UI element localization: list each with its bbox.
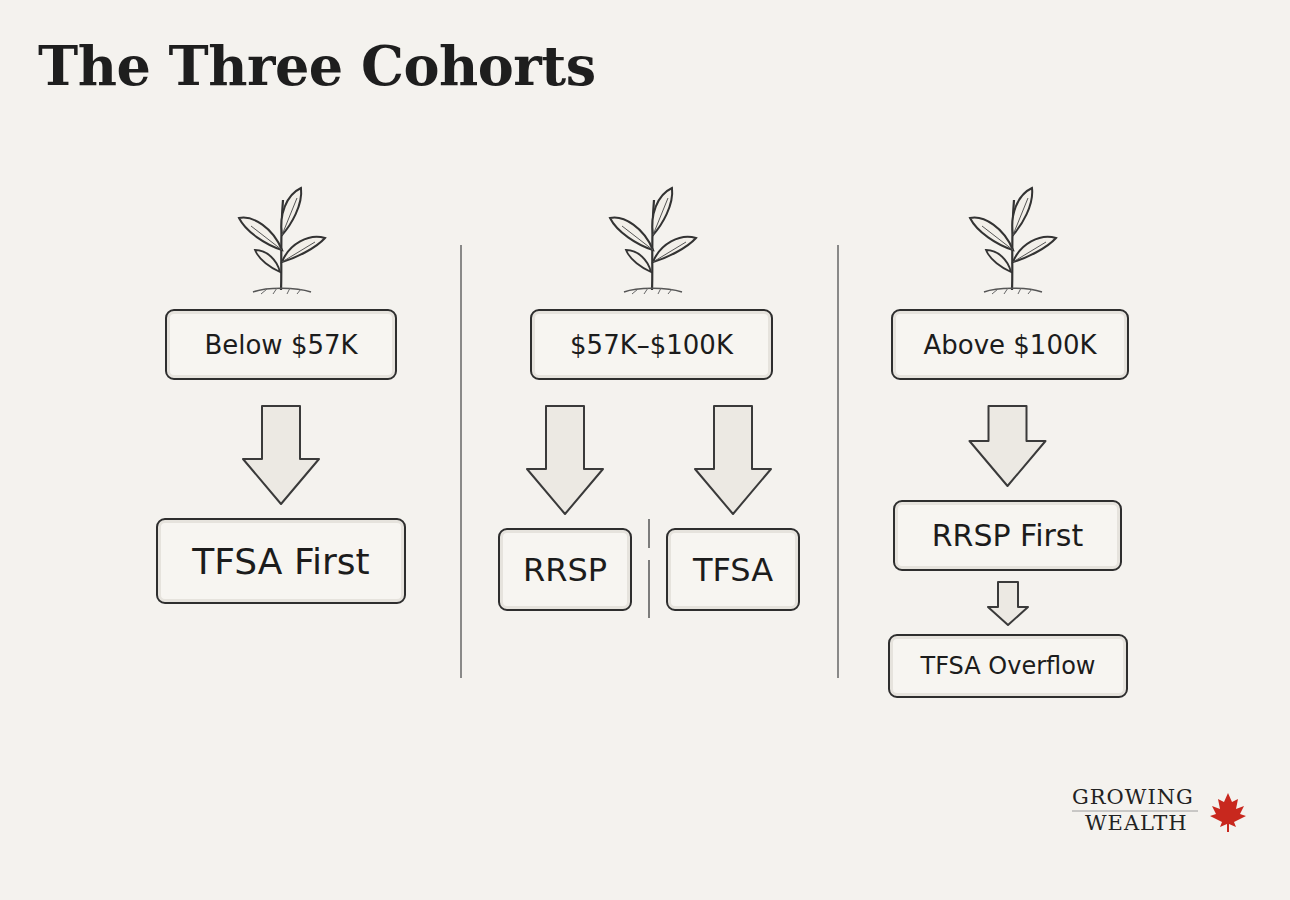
block-arrow [970,406,1046,486]
box-label: Below $57K [204,330,357,360]
block-arrow [243,406,319,504]
block-arrow [527,406,603,514]
cohort-box: $57K–$100K [530,309,773,380]
cohort-box: RRSP First [893,500,1122,571]
column-divider [837,245,839,678]
box-label: RRSP First [932,518,1084,553]
column-divider [460,245,462,678]
diagram-title: The Three Cohorts [38,34,596,98]
logo-text: GROWING [1072,785,1194,809]
box-label: RRSP [523,551,607,589]
split-divider [648,560,650,618]
box-label: TFSA Overflow [921,652,1096,680]
block-arrow [695,406,771,514]
maple-leaf [1210,793,1246,832]
plant-icon [239,188,325,294]
box-label: $57K–$100K [570,330,733,360]
cohort-box: TFSA Overflow [888,634,1128,698]
cohort-box: TFSA [666,528,800,611]
box-label: Above $100K [923,330,1096,360]
split-divider [648,519,650,548]
cohort-box: Above $100K [891,309,1129,380]
cohort-box: Below $57K [165,309,397,380]
cohort-box: RRSP [498,528,632,611]
plant-icon [970,188,1056,294]
block-arrow [988,582,1028,625]
box-label: TFSA First [192,541,369,582]
box-label: TFSA [693,551,773,589]
logo-text: WEALTH [1085,811,1188,835]
plant-icon [610,188,696,294]
cohort-box: TFSA First [156,518,406,604]
